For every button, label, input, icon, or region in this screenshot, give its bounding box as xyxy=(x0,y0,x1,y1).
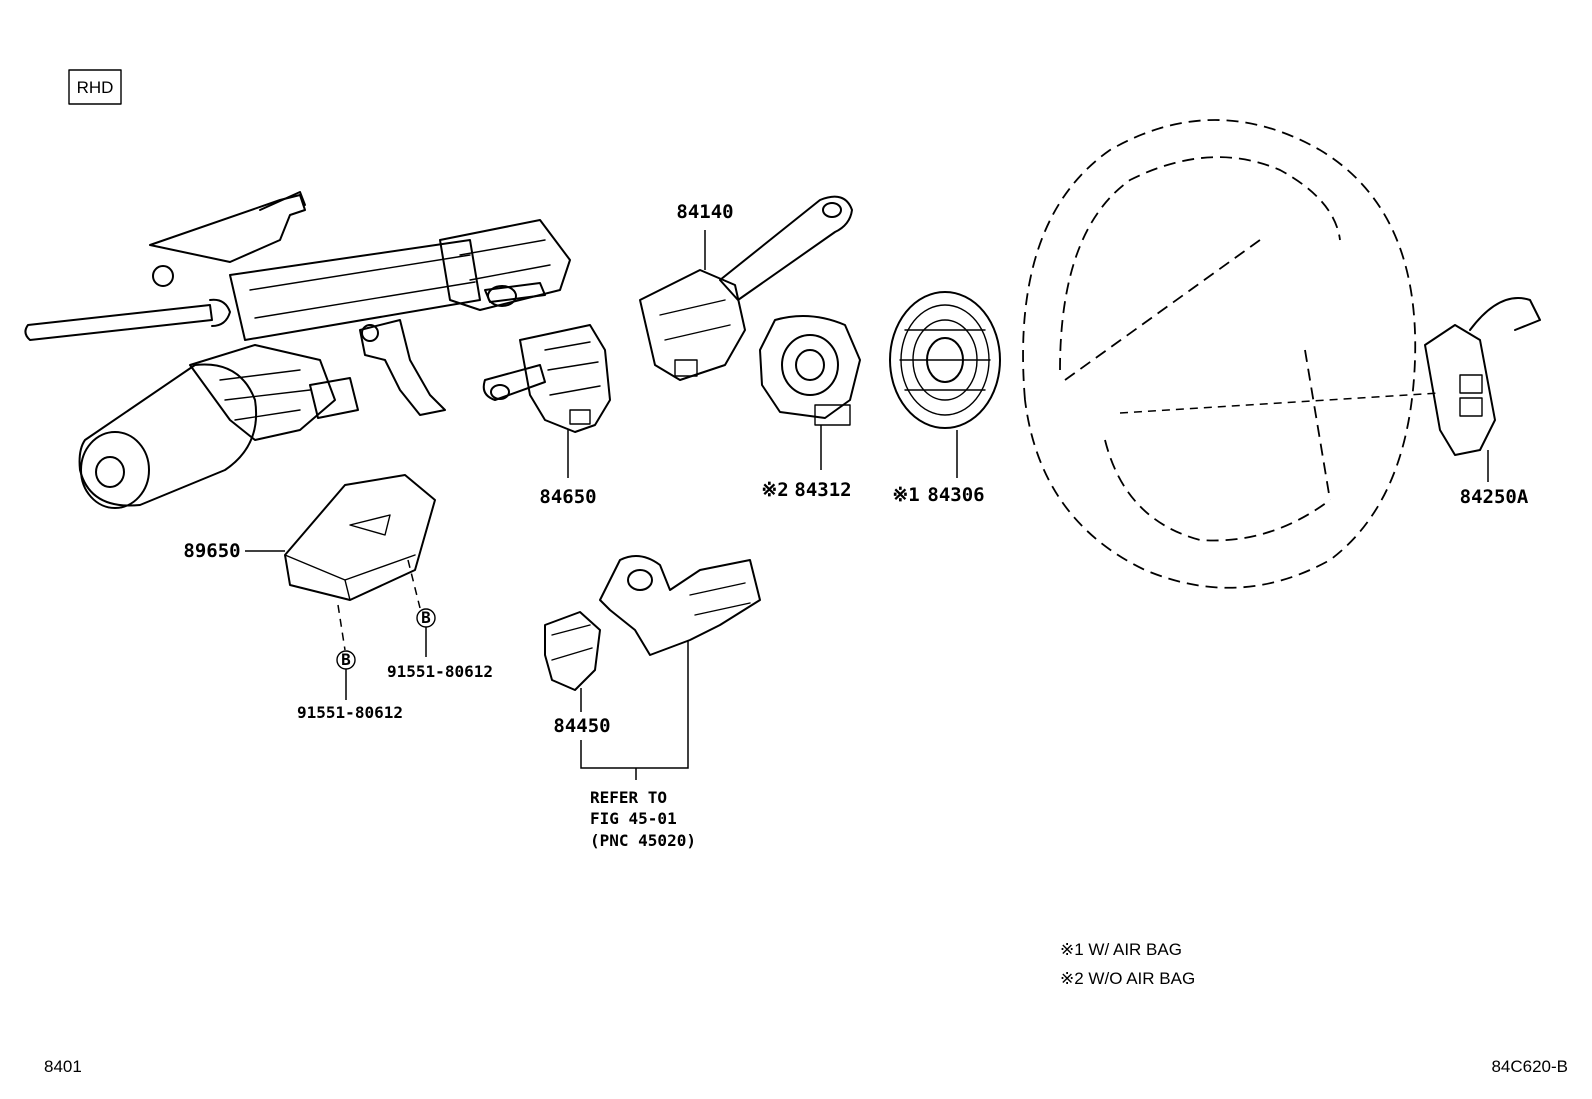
switch-84650-drawing: 84650 xyxy=(482,324,611,508)
label-84140: 84140 xyxy=(676,201,733,223)
rhd-badge: RHD xyxy=(68,69,122,105)
part-84306-drawing: ※1 84306 xyxy=(889,291,1001,506)
legend-notes: ※1 W/ AIR BAG ※2 W/O AIR BAG xyxy=(1060,940,1195,988)
bolt-symbol-right: B xyxy=(421,608,431,627)
note-airbag: ※1 W/ AIR BAG xyxy=(1060,940,1182,959)
steering-column-drawing xyxy=(24,191,571,509)
part-84312-drawing: ※2 84312 xyxy=(759,315,861,501)
label-84450: 84450 xyxy=(553,715,610,737)
mark-84312: ※2 xyxy=(761,479,788,501)
footer-right-code: 84C620-B xyxy=(1491,1057,1568,1076)
part-84450-drawing: 84450 xyxy=(544,555,761,780)
switch-84140-drawing: 84140 xyxy=(639,195,853,381)
refer-line-2: FIG 45-01 xyxy=(590,809,677,828)
rhd-badge-label: RHD xyxy=(77,78,114,97)
label-bolt-left: 91551-80612 xyxy=(297,703,403,722)
note-no-airbag: ※2 W/O AIR BAG xyxy=(1060,969,1195,988)
refer-line-1: REFER TO xyxy=(590,788,667,807)
label-84650: 84650 xyxy=(539,486,596,508)
refer-line-3: (PNC 45020) xyxy=(590,831,696,850)
steering-wheel-drawing xyxy=(1022,119,1441,589)
part-84250A-drawing: 84250A xyxy=(1424,297,1541,508)
bolt-b-right: B 91551-80612 xyxy=(387,608,493,681)
mark-84306: ※1 xyxy=(892,484,919,506)
label-84250A: 84250A xyxy=(1460,486,1529,508)
refer-note: REFER TO FIG 45-01 (PNC 45020) xyxy=(590,788,696,850)
bolt-symbol-left: B xyxy=(341,650,351,669)
label-89650: 89650 xyxy=(183,540,240,562)
label-84306: 84306 xyxy=(927,484,984,506)
part-89650-drawing: 89650 xyxy=(183,474,436,651)
label-bolt-right: 91551-80612 xyxy=(387,662,493,681)
bolt-b-left: B 91551-80612 xyxy=(297,650,403,722)
label-84312: 84312 xyxy=(794,479,851,501)
footer-left-code: 8401 xyxy=(44,1057,82,1076)
